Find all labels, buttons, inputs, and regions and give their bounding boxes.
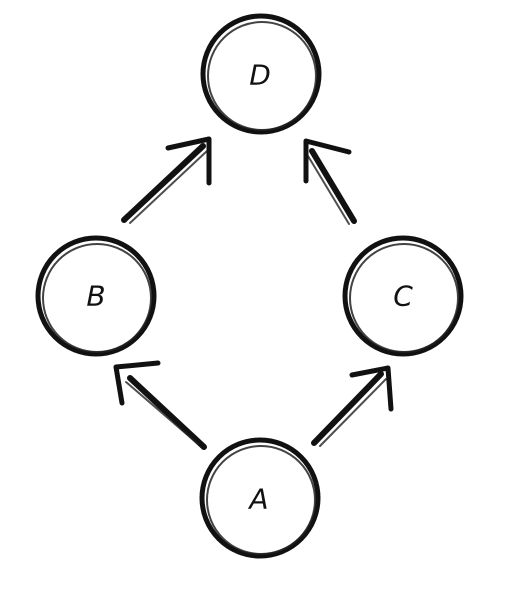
edge-a-to-c (311, 365, 394, 447)
edge-a-to-b (113, 360, 207, 450)
edge-b-to-d (121, 136, 212, 224)
node-a-label: A (247, 483, 268, 516)
node-b-label: B (86, 280, 105, 313)
arrowhead-icon (165, 136, 212, 186)
node-d: D (200, 13, 322, 135)
node-d-label: D (249, 59, 271, 92)
arrowhead-icon (113, 360, 161, 406)
node-c-label: C (393, 280, 413, 313)
node-a: A (199, 437, 321, 559)
arrowhead-icon (303, 138, 352, 184)
node-c: C (342, 235, 464, 357)
node-b: B (35, 235, 157, 357)
arrowhead-icon (349, 365, 394, 412)
edge-c-to-d (303, 138, 357, 225)
